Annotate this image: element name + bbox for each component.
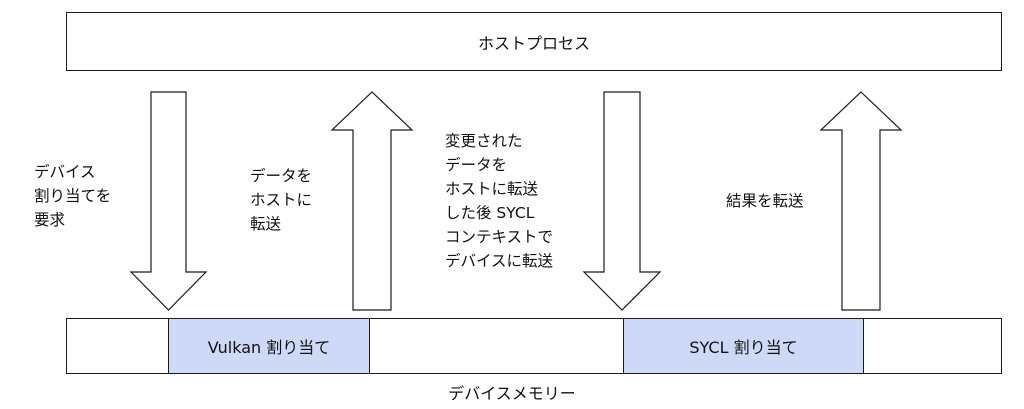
up-arrow-transfer-result	[819, 91, 903, 311]
up-arrow-transfer-to-host	[330, 91, 414, 311]
down-arrow-request-allocation	[129, 91, 208, 311]
host-process-label: ホストプロセス	[477, 33, 590, 53]
step-2-caption: データを ホストに 転送	[250, 167, 313, 233]
vulkan-allocation-label: Vulkan 割り当て	[207, 338, 331, 357]
vulkan-allocation-block: Vulkan 割り当て	[168, 318, 370, 374]
step-4-caption: 結果を転送	[726, 192, 804, 210]
host-process-box: ホストプロセス	[66, 12, 1002, 71]
step-3-caption: 変更された データを ホストに転送 した後 SYCL コンテキストで デバイスに…	[445, 132, 554, 270]
down-arrow-transfer-to-device	[582, 91, 662, 311]
step-1-caption: デバイス 割り当てを 要求	[34, 163, 112, 229]
sycl-allocation-label: SYCL 割り当て	[689, 338, 798, 357]
sycl-allocation-block: SYCL 割り当て	[623, 318, 864, 374]
device-memory-label: デバイスメモリー	[448, 384, 576, 403]
